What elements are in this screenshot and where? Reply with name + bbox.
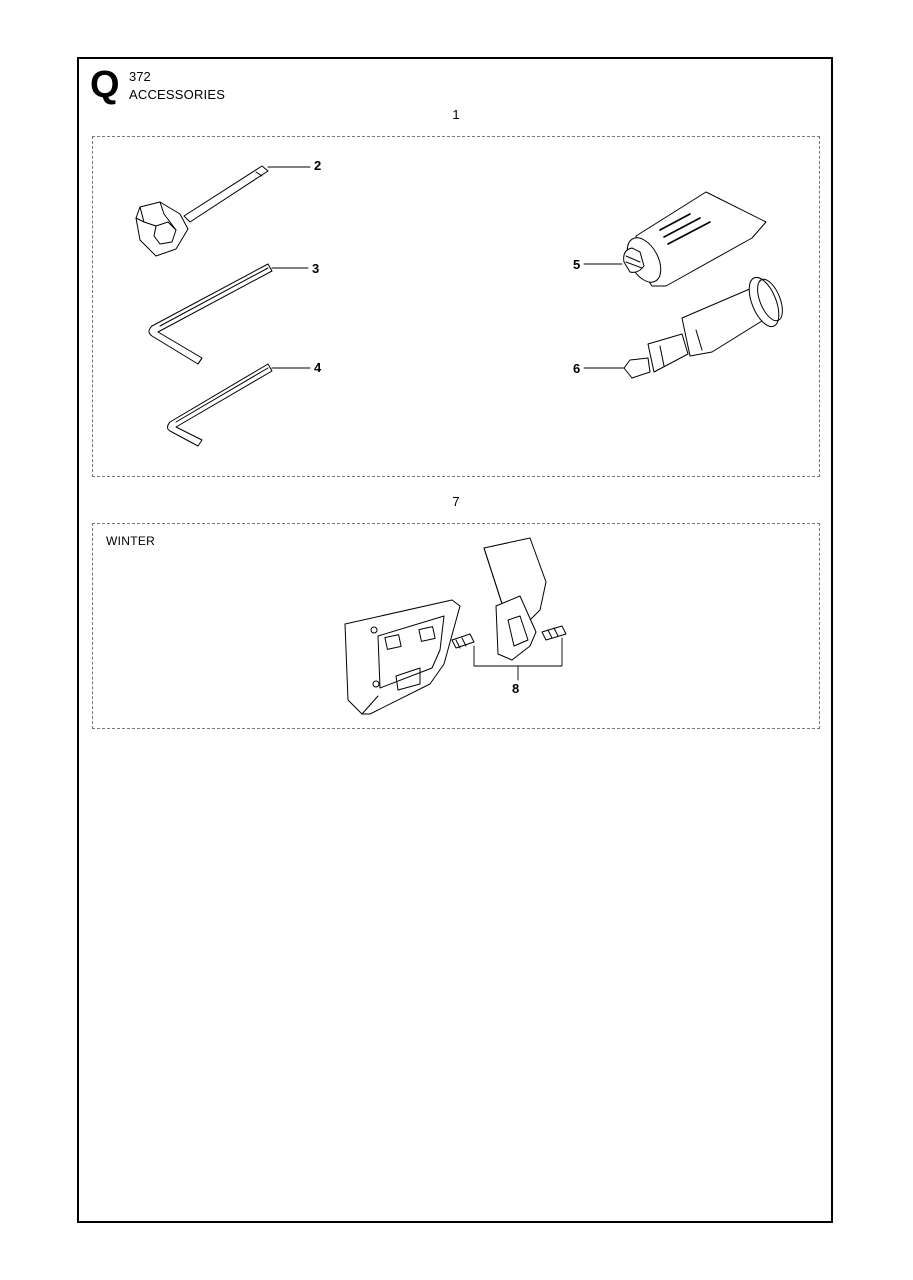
winter-panel bbox=[92, 523, 820, 729]
model-number: 372 bbox=[129, 69, 151, 84]
hex-key-small-icon bbox=[167, 363, 273, 447]
tools-panel bbox=[92, 136, 820, 477]
winter-label: WINTER bbox=[106, 534, 156, 548]
callout-5: 5 bbox=[573, 257, 581, 272]
group-number-7: 7 bbox=[452, 494, 460, 509]
callout-3: 3 bbox=[312, 261, 320, 276]
group-number-1: 1 bbox=[452, 107, 460, 122]
page-frame bbox=[77, 57, 833, 1223]
winter-cover-plate-icon bbox=[344, 599, 461, 715]
callout-4: 4 bbox=[314, 360, 322, 375]
hex-key-large-icon bbox=[148, 263, 273, 365]
callout-2: 2 bbox=[314, 158, 322, 173]
section-letter: Q bbox=[90, 64, 120, 106]
winter-shroud-icon bbox=[483, 537, 547, 661]
leader-lines bbox=[267, 166, 625, 369]
piston-tool-icon bbox=[623, 276, 783, 379]
screw-icon bbox=[541, 625, 567, 641]
callout-8: 8 bbox=[512, 681, 520, 696]
grease-tube-icon bbox=[623, 191, 767, 287]
screw-icon bbox=[451, 633, 475, 649]
callout-6: 6 bbox=[573, 361, 581, 376]
section-title: ACCESSORIES bbox=[129, 87, 226, 102]
combination-spanner-icon bbox=[135, 165, 269, 257]
